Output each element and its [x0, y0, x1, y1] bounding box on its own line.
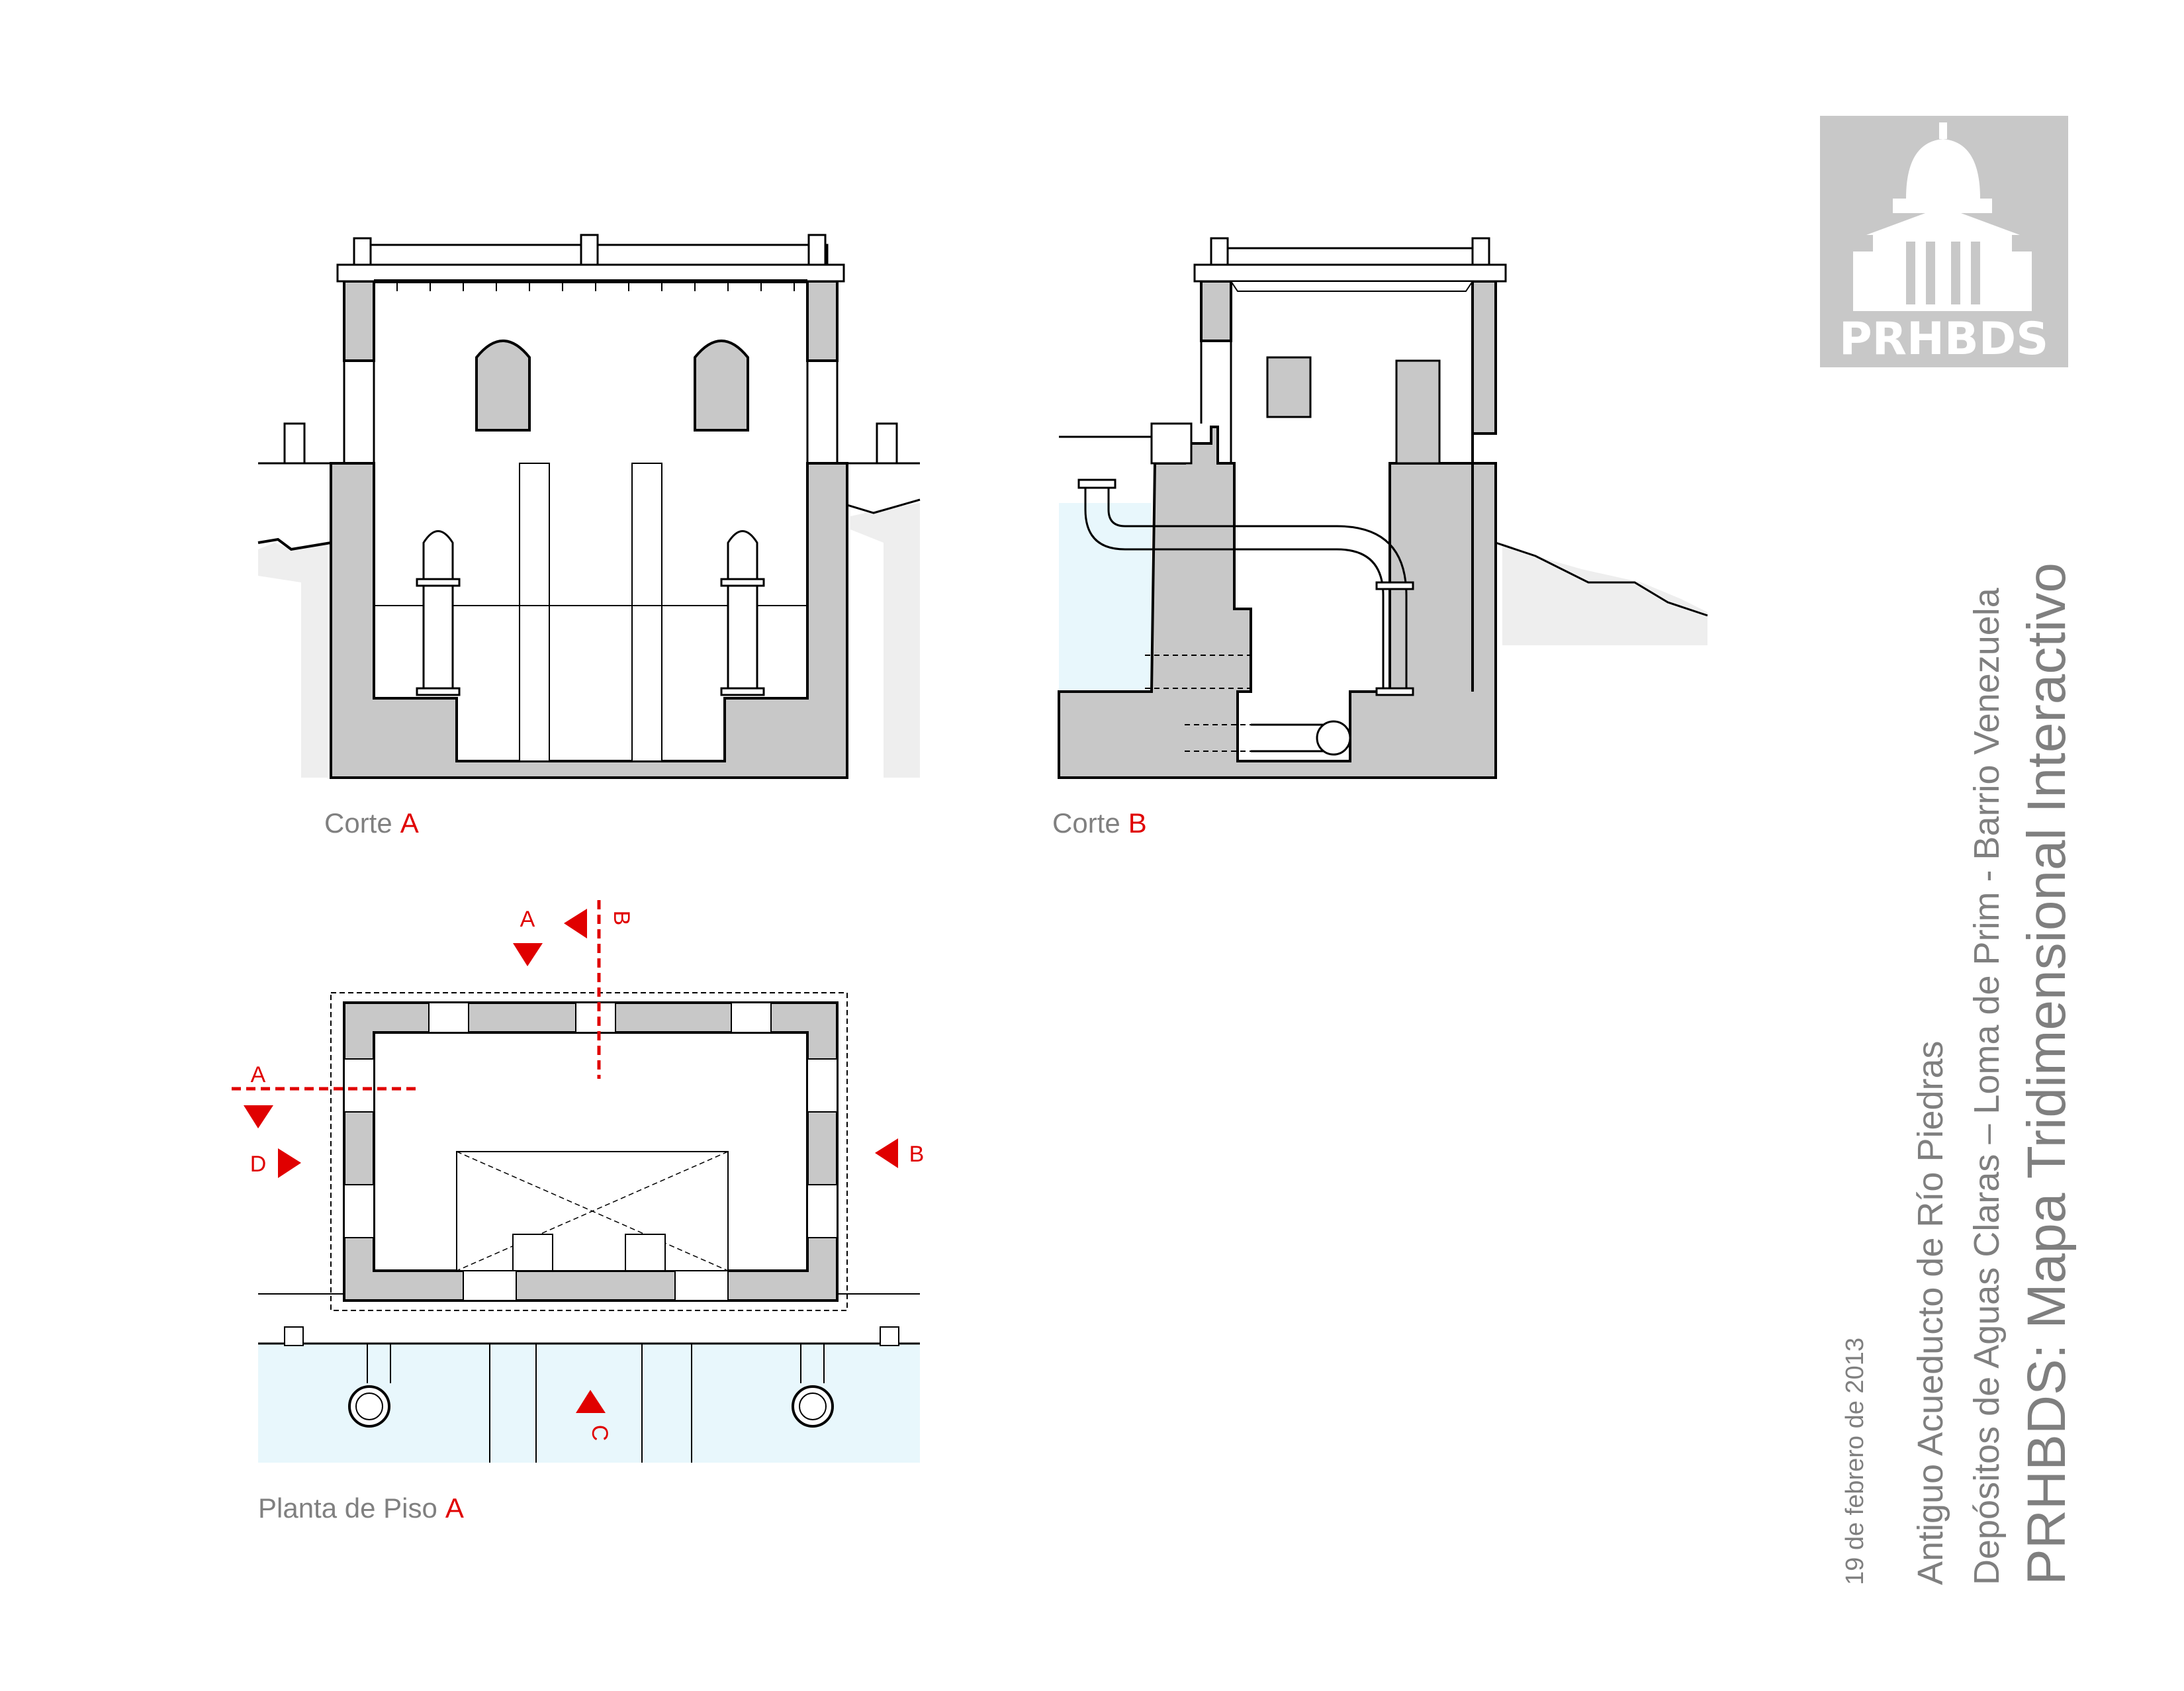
planta-pipe-right	[792, 1385, 834, 1428]
corte-a-column-left	[519, 463, 550, 762]
marker-b-right: B	[909, 1142, 925, 1167]
marker-a-left-arrow	[244, 1105, 273, 1128]
corte-a-window-right	[694, 340, 749, 432]
corte-a-column-right	[631, 463, 662, 762]
capitol-icon	[1853, 122, 2032, 311]
marker-d-left-arrow	[278, 1148, 301, 1178]
marker-b-right-arrow	[875, 1138, 898, 1168]
marker-a-left: A	[251, 1062, 266, 1087]
corte-a-cornice	[336, 263, 845, 283]
title-block: 19 de febrero de 2013 Antiguo Acueducto …	[1841, 563, 2077, 1585]
planta-drawing: A B A D B C	[232, 900, 924, 1463]
corte-a-window-left	[475, 340, 531, 432]
corte-a-drawing	[257, 234, 921, 779]
marker-c-bottom-arrow	[576, 1390, 606, 1413]
planta-pipe-left	[348, 1385, 390, 1428]
corte-a-upper-wall-right	[806, 280, 839, 362]
marker-d-left: D	[250, 1152, 267, 1177]
corte-a-ground-line-right	[840, 498, 921, 514]
title-main: PRHBDS: Mapa Tridimensional Interactivo	[2017, 563, 2077, 1585]
corte-b-drawing	[1058, 237, 1708, 779]
caption-planta-tag: A	[445, 1492, 464, 1524]
caption-corte-b-label: Corte	[1052, 807, 1120, 839]
title-date: 19 de febrero de 2013	[1841, 1338, 1869, 1585]
marker-c-bottom: C	[587, 1425, 612, 1441]
corte-b-water	[1059, 503, 1152, 695]
corte-a-ground-left	[258, 543, 328, 778]
caption-planta-label: Planta de Piso	[258, 1492, 437, 1524]
marker-a-top: A	[520, 907, 535, 932]
marker-a-top-arrow	[513, 943, 543, 966]
corte-b-ground-line	[1495, 541, 1708, 617]
prhbds-logo: PRHBDS	[1820, 116, 2068, 367]
corte-a-pipe-left	[422, 530, 454, 692]
corte-a-pipe-right	[727, 530, 758, 692]
corte-a-ground-line-left	[257, 537, 332, 551]
corte-a-upper-wall-left	[343, 280, 375, 362]
marker-b-top: B	[609, 911, 634, 926]
corte-b-window-right	[1395, 359, 1441, 465]
title-project-line1: Antiguo Acueducto de Río Piedras	[1911, 1040, 1950, 1585]
title-project-line2: Depósitos de Aguas Claras – Loma de Prim…	[1967, 587, 2007, 1585]
corte-a-ground-right	[850, 503, 920, 778]
marker-b-top-arrow	[564, 909, 587, 938]
caption-corte-b-tag: B	[1128, 807, 1147, 839]
corte-b-cornice	[1193, 263, 1507, 283]
corte-a-section-walls	[330, 462, 848, 779]
caption-corte-a-label: Corte	[324, 807, 392, 839]
logo-text: PRHBDS	[1839, 313, 2048, 365]
caption-corte-a-tag: A	[400, 807, 419, 839]
corte-b-pipe	[1084, 486, 1385, 688]
corte-b-window-left	[1266, 356, 1312, 418]
